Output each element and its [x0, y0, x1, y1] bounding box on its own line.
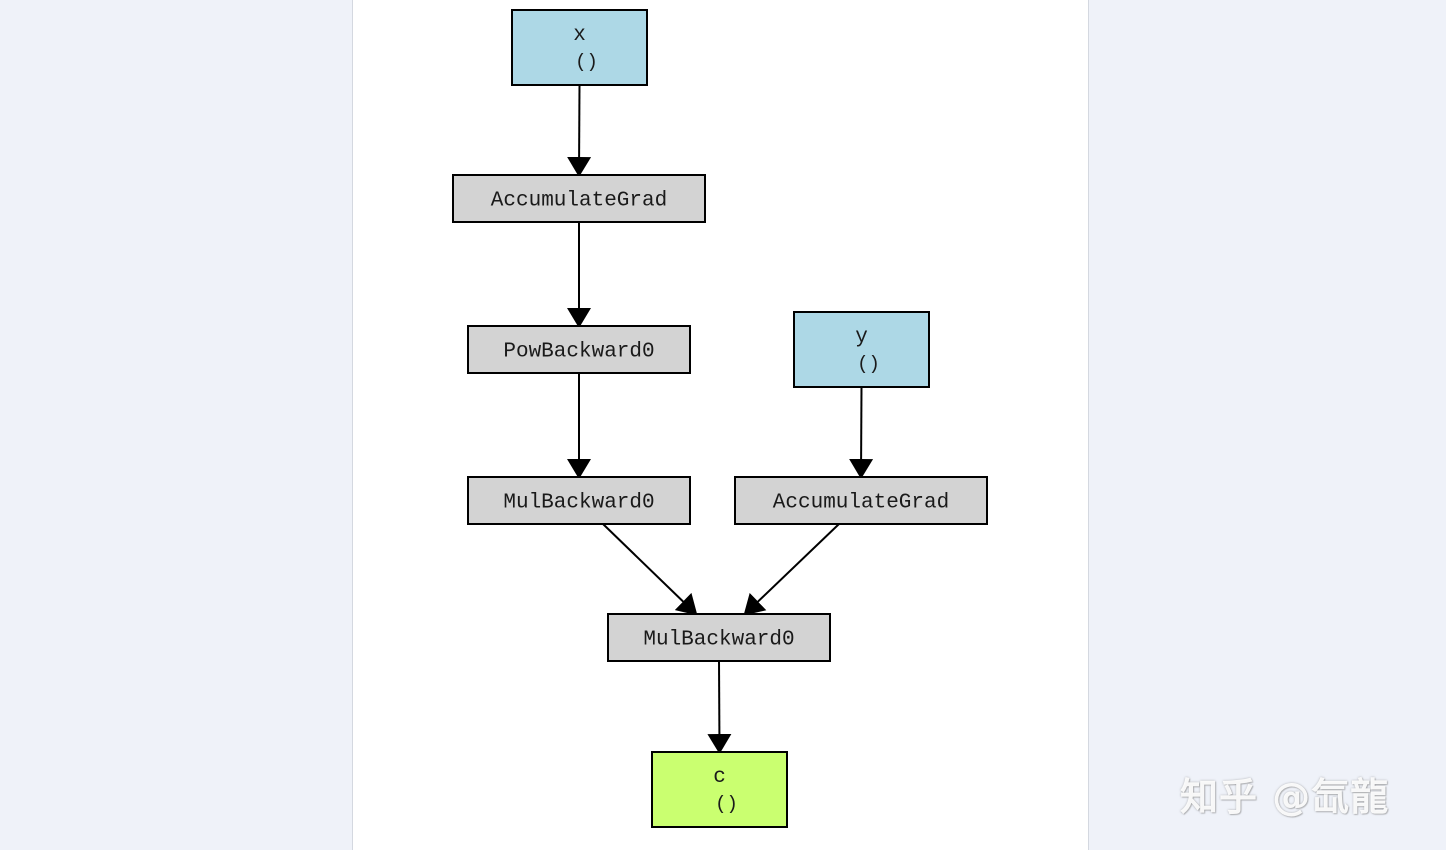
watermark: 知乎 @氙龍 — [1180, 775, 1390, 819]
node-x: x () — [511, 9, 648, 86]
node-y: y () — [793, 311, 930, 388]
autograd-graph: x()AccumulateGradPowBackward0MulBackward… — [452, 9, 988, 828]
node-box-acc2 — [734, 476, 988, 525]
node-box-c — [651, 751, 788, 828]
node-label-acc1: AccumulateGrad — [491, 190, 667, 213]
edge-acc2-to-mul2 — [743, 523, 840, 616]
node-label-c: c — [713, 766, 726, 789]
node-label-x: x — [573, 24, 586, 47]
edge-x-to-acc1 — [567, 84, 592, 177]
node-box-pow — [467, 325, 691, 374]
node-box-y — [793, 311, 930, 388]
nodes: x()AccumulateGradPowBackward0MulBackward… — [452, 9, 988, 828]
node-box-mul2 — [607, 613, 831, 662]
node-label-y: y — [855, 326, 868, 349]
node-box-x — [511, 9, 648, 86]
node-label-mul1: MulBackward0 — [503, 492, 654, 515]
node-shape-x: () — [575, 51, 598, 73]
node-box-acc1 — [452, 174, 706, 223]
node-acc2: AccumulateGrad — [734, 476, 988, 525]
node-c: c () — [651, 751, 788, 828]
node-mul2: MulBackward0 — [607, 613, 831, 662]
node-label-acc2: AccumulateGrad — [773, 492, 949, 515]
node-acc1: AccumulateGrad — [452, 174, 706, 223]
node-box-mul1 — [467, 476, 691, 525]
edge-y-to-acc2 — [849, 386, 874, 479]
node-shape-c: () — [715, 793, 738, 815]
edge-mul2-to-c — [707, 660, 732, 754]
edge-mul1-to-mul2 — [602, 523, 698, 616]
node-mul1: MulBackward0 — [467, 476, 691, 525]
node-label-mul2: MulBackward0 — [643, 629, 794, 652]
edges — [567, 84, 874, 754]
node-shape-y: () — [857, 353, 880, 375]
node-pow: PowBackward0 — [467, 325, 691, 374]
node-label-pow: PowBackward0 — [503, 341, 654, 364]
